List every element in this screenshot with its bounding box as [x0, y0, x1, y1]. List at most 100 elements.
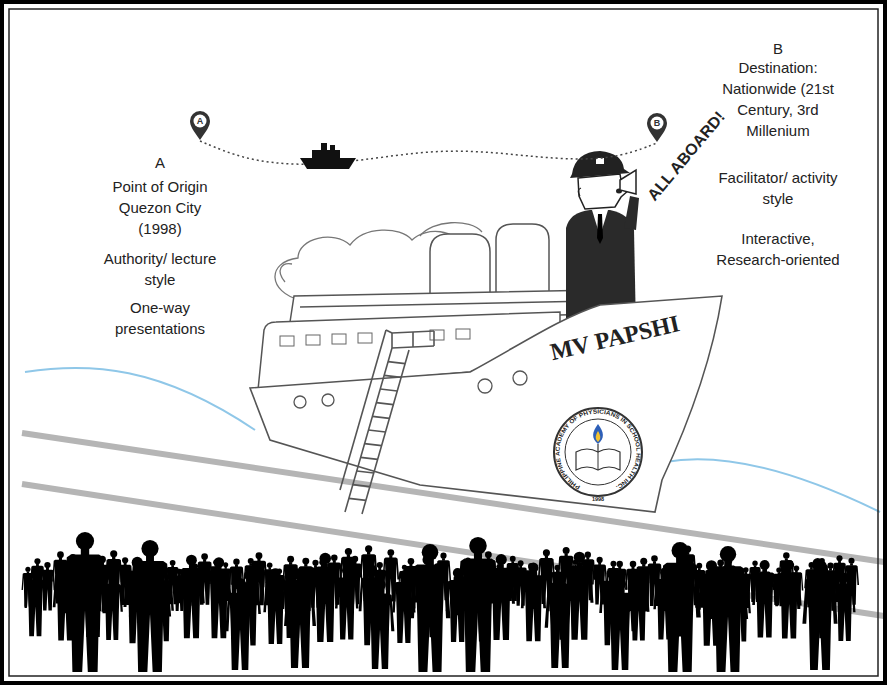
person-silhouette [777, 560, 802, 639]
gangway-ladder [340, 330, 434, 514]
person-silhouette [408, 558, 415, 565]
person-silhouette [518, 560, 524, 566]
captain [624, 196, 639, 230]
person-silhouette [708, 546, 748, 672]
person-silhouette [614, 578, 626, 590]
person-silhouette [186, 555, 197, 566]
person-silhouette [129, 561, 171, 672]
person-silhouette [25, 567, 30, 572]
person-silhouette [129, 540, 171, 672]
person-silhouette [563, 547, 570, 554]
person-silhouette [545, 572, 576, 668]
person-silhouette [335, 578, 359, 640]
cabin-windows [332, 334, 346, 344]
ladder-rung [372, 416, 389, 418]
frame-border [9, 9, 878, 676]
person-silhouette [234, 578, 246, 590]
person-silhouette [34, 558, 40, 564]
person-silhouette [708, 566, 748, 672]
cabin-windows [280, 336, 294, 346]
person-silhouette [244, 570, 254, 580]
person-silhouette [311, 553, 340, 642]
person-silhouette [284, 584, 316, 668]
map-pin: B [646, 113, 668, 143]
cabin-windows [358, 333, 372, 343]
label-wrap: Interactive, Research-oriented [706, 228, 851, 270]
label-wrap: B [748, 38, 808, 59]
person-silhouette [554, 572, 566, 584]
ship-name: MV PAPSHI [548, 309, 683, 367]
ladder-rung [349, 498, 366, 500]
person-silhouette [284, 568, 316, 668]
person-silhouette [659, 563, 701, 672]
person-silhouette [271, 568, 281, 578]
person-silhouette [651, 555, 658, 562]
ship-hull [250, 296, 722, 512]
style-text: Interactive, Research-oriented [706, 228, 851, 270]
route-letter: B [748, 38, 808, 59]
logo-emblem [565, 419, 631, 485]
person-silhouette [752, 572, 777, 637]
person-silhouette [659, 542, 701, 672]
logo-emblem [554, 408, 642, 496]
person-silhouette [834, 584, 856, 641]
person-silhouette [319, 553, 331, 565]
person-silhouette [485, 551, 492, 558]
person-silhouette [25, 580, 47, 637]
style-text: Authority/ lecture style [90, 248, 230, 290]
person-silhouette [31, 569, 40, 578]
person-silhouette [610, 561, 616, 567]
ship-hull [478, 379, 492, 393]
person-silhouette [760, 560, 770, 570]
ladder-rung [376, 403, 393, 405]
map-pin: A [189, 111, 211, 141]
pin-marker [647, 113, 667, 142]
person-silhouette [63, 532, 108, 672]
captain [620, 170, 636, 194]
person-silhouette [777, 572, 802, 638]
pin-letter: B [646, 118, 668, 129]
person-silhouette [225, 578, 254, 670]
gangway-ladder [412, 332, 414, 347]
person-silhouette [387, 549, 394, 556]
person-silhouette [342, 566, 352, 576]
pin-letter: A [189, 116, 211, 127]
person-silhouette [802, 560, 837, 670]
logo-emblem [597, 444, 598, 452]
gangway-ladder [433, 331, 435, 346]
person-silhouette [496, 554, 507, 565]
person-silhouette [399, 570, 408, 579]
person-silhouette [521, 563, 546, 642]
shout-text: ALL ABOARD! [643, 108, 729, 205]
ship-icon [300, 143, 356, 169]
gangway-ladder [340, 330, 386, 490]
ladder-rung [380, 389, 397, 391]
person-silhouette [345, 548, 352, 555]
person-silhouette [294, 568, 307, 581]
person-silhouette [783, 552, 789, 558]
person-silhouette [331, 554, 338, 561]
person-silhouette [178, 555, 205, 639]
person-silhouette [233, 559, 239, 565]
person-silhouette [794, 565, 800, 571]
ladder-rung [388, 362, 405, 364]
person-silhouette [110, 550, 117, 557]
person-silhouette [456, 537, 499, 672]
ship-icon [300, 158, 356, 169]
cabin-windows [280, 329, 470, 346]
person-silhouette [302, 558, 309, 565]
crowd-silhouettes [22, 532, 860, 672]
person-silhouette [225, 593, 254, 670]
logo-text: PHILIPPINE ACADEMY OF PHYSICIANS IN SCHO… [554, 408, 641, 490]
person-silhouette [201, 553, 208, 560]
ladder-rung [361, 457, 378, 459]
person-silhouette [574, 552, 585, 563]
ship-hull [250, 296, 722, 512]
person-silhouette [170, 560, 176, 566]
person-silhouette [585, 552, 591, 558]
person-silhouette [836, 555, 842, 561]
person-silhouette [108, 573, 117, 582]
destination-text: Destination: Nationwide (21st Century, 3… [712, 57, 844, 141]
